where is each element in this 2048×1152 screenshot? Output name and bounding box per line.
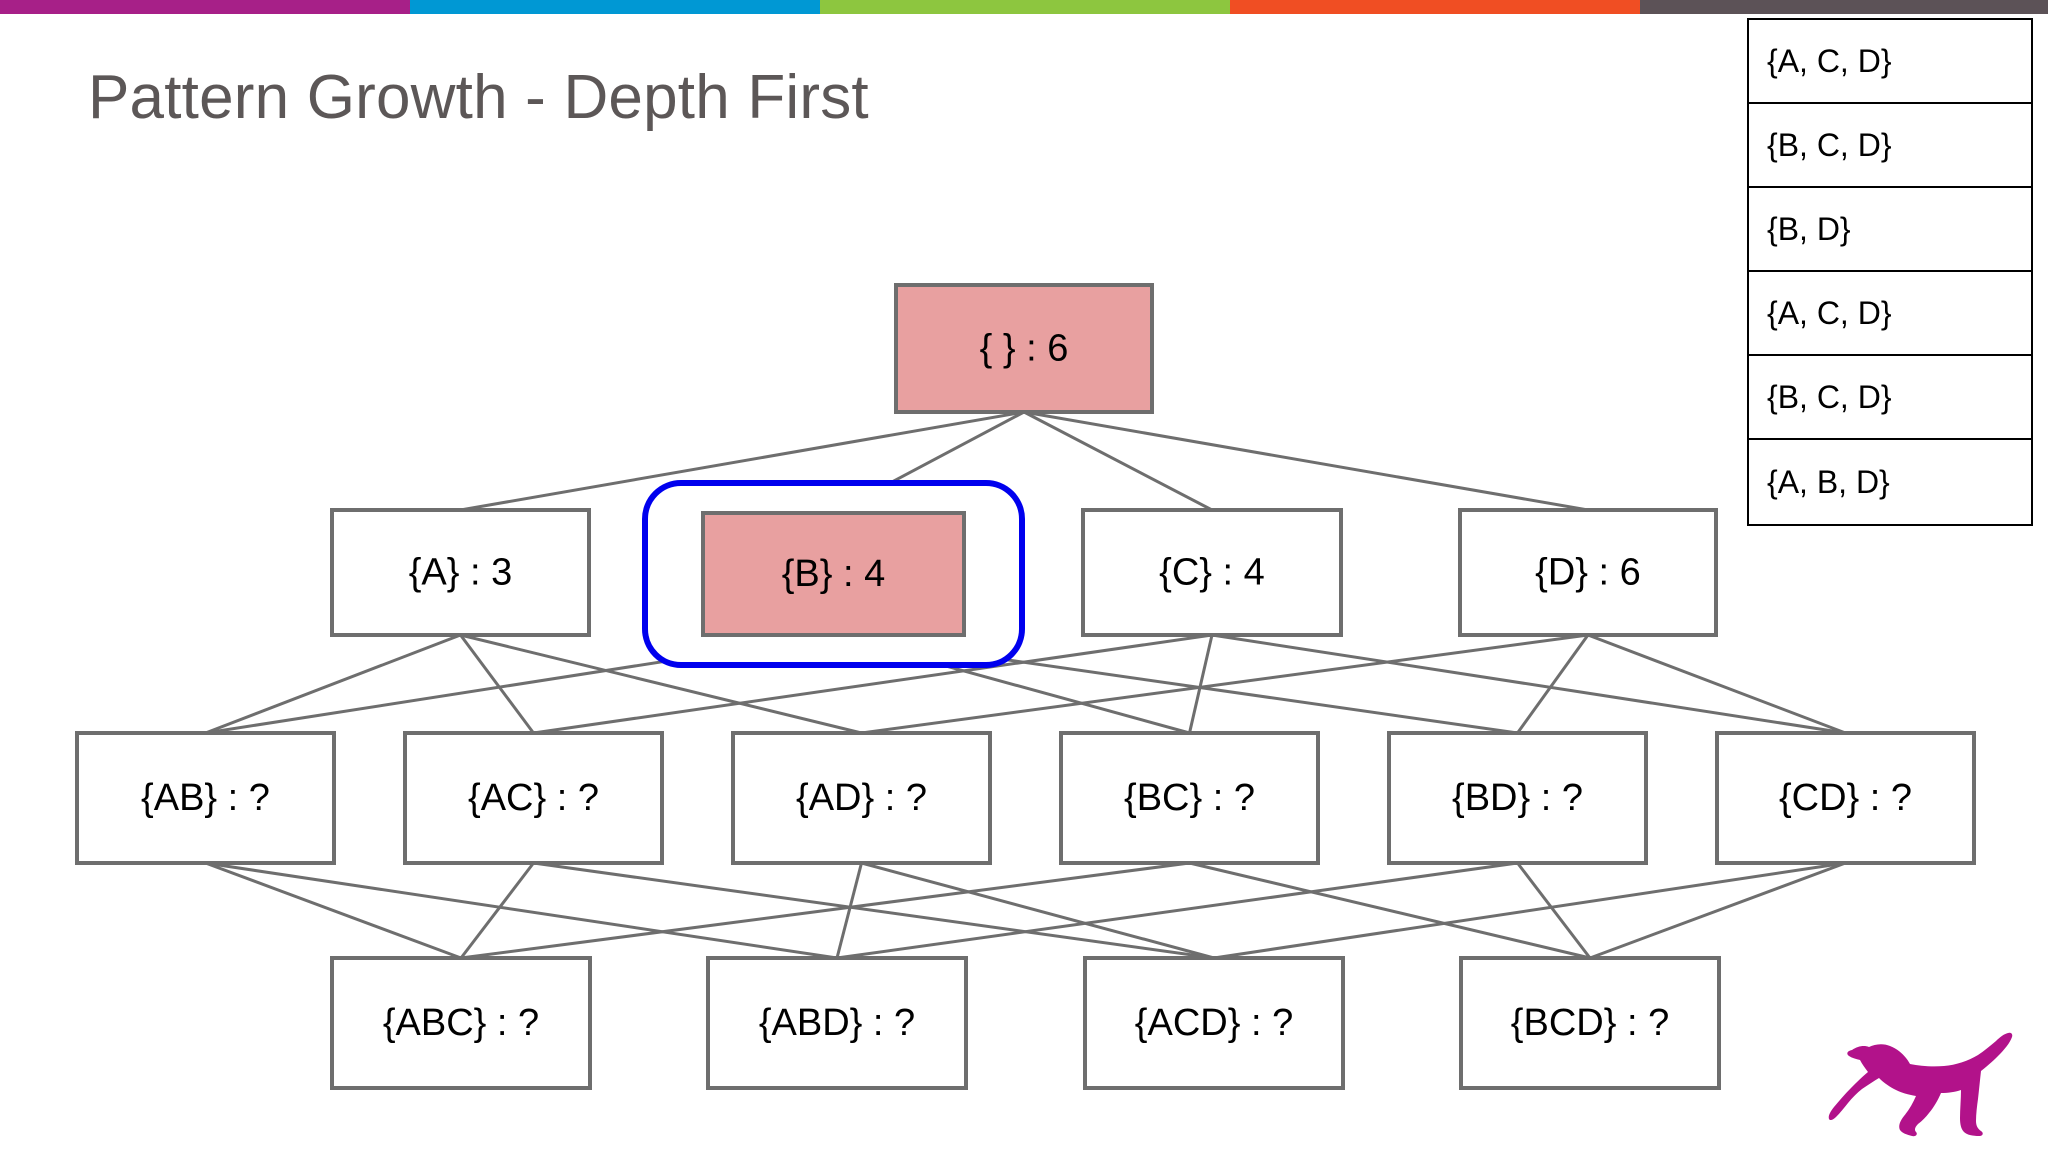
node-label-D: {D} : 6 <box>1535 552 1641 594</box>
node-box-BC <box>1059 731 1320 865</box>
lattice-edge-AD-ABD <box>835 862 863 959</box>
node-box-BD <box>1387 731 1648 865</box>
node-label-BCD: {BCD} : ? <box>1511 1002 1669 1044</box>
node-box-A <box>330 508 591 637</box>
topbar-segment-gray <box>1640 0 2048 14</box>
lattice-edge-D-CD <box>1587 633 1847 735</box>
node-label-C: {C} : 4 <box>1159 552 1265 594</box>
node-label-ACD: {ACD} : ? <box>1135 1002 1293 1044</box>
lattice-edge-D-AD <box>861 633 1589 735</box>
lattice-edge-D-BD <box>1516 634 1590 734</box>
node-label-B: {B} : 4 <box>782 553 886 595</box>
page-title: Pattern Growth - Depth First <box>88 63 869 132</box>
lattice-edge-A-AC <box>459 634 535 734</box>
lattice-node-ABD[interactable]: {ABD} : ? <box>706 956 968 1090</box>
node-box-CD <box>1715 731 1976 865</box>
node-label-AD: {AD} : ? <box>796 777 927 819</box>
node-box-AC <box>403 731 664 865</box>
lattice-node-root[interactable]: { } : 6 <box>894 283 1154 414</box>
lattice-edge-A-AD <box>460 633 862 735</box>
topbar-segment-green <box>820 0 1230 14</box>
lattice-node-layer: { } : 6 {A} : 3 {B} : 4 {C} : 4 {D} : 6 {AB} … <box>75 283 1976 1090</box>
lattice-node-AB[interactable]: {AB} : ? <box>75 731 336 865</box>
transaction-row: {B, C, D} <box>1749 104 2031 188</box>
node-box-C <box>1081 508 1343 637</box>
lattice-node-AC[interactable]: {AC} : ? <box>403 731 664 865</box>
lattice-edge-AC-ACD <box>533 861 1215 960</box>
lattice-node-A[interactable]: {A} : 3 <box>330 508 591 637</box>
node-box-D <box>1458 508 1718 637</box>
transaction-row: {A, B, D} <box>1767 463 1890 500</box>
node-box-AD <box>731 731 992 865</box>
node-box-ABC <box>330 956 592 1090</box>
lattice-edge-C-BC <box>1188 634 1214 734</box>
lattice-edge-root-C <box>1023 410 1213 512</box>
transaction-row: {B, D} <box>1749 188 2031 272</box>
node-label-ABC: {ABC} : ? <box>383 1002 539 1044</box>
node-box-ACD <box>1083 956 1345 1090</box>
lattice-edge-BC-ABC <box>460 861 1190 960</box>
node-label-AC: {AC} : ? <box>468 777 599 819</box>
lattice-edge-A-AB <box>204 633 462 735</box>
node-label-BD: {BD} : ? <box>1452 777 1583 819</box>
node-box-B <box>701 511 966 637</box>
lattice-edge-BD-BCD <box>1516 862 1592 959</box>
lattice-node-ABC[interactable]: {ABC} : ? <box>330 956 592 1090</box>
lattice-edge-root-D <box>1023 410 1589 512</box>
node-box-root <box>894 283 1154 414</box>
node-label-CD: {CD} : ? <box>1779 777 1912 819</box>
lattice-node-BC[interactable]: {BC} : ? <box>1059 731 1320 865</box>
lattice-edge-BC-BCD <box>1189 861 1591 960</box>
transaction-row: {A, C, D} <box>1749 272 2031 356</box>
lattice-edge-AC-ABC <box>459 862 535 959</box>
lattice-edge-C-CD <box>1211 633 1846 735</box>
topbar-segment-magenta <box>0 0 410 14</box>
lattice-edge-CD-BCD <box>1589 861 1847 960</box>
dog-silhouette-icon <box>1828 1032 2013 1137</box>
lattice-edge-CD-ACD <box>1213 861 1846 960</box>
lattice-node-D[interactable]: {D} : 6 <box>1458 508 1718 637</box>
top-color-bar <box>0 0 2048 14</box>
lattice-edge-C-AC <box>533 633 1213 735</box>
node-label-ABD: {ABD} : ? <box>759 1002 915 1044</box>
node-box-BCD <box>1459 956 1721 1090</box>
transaction-table: {A, C, D}{B, C, D}{B, D}{A, C, D}{B, C, … <box>1747 18 2033 526</box>
lattice-node-C[interactable]: {C} : 4 <box>1081 508 1343 637</box>
transaction-row: {A, C, D} <box>1749 20 2031 104</box>
lattice-node-AD[interactable]: {AD} : ? <box>731 731 992 865</box>
lattice-node-B[interactable]: {B} : 4 <box>701 511 966 637</box>
node-label-AB: {AB} : ? <box>141 777 270 819</box>
topbar-segment-orange <box>1230 0 1640 14</box>
lattice-node-BCD[interactable]: {BCD} : ? <box>1459 956 1721 1090</box>
node-label-root: { } : 6 <box>980 328 1069 370</box>
node-label-BC: {BC} : ? <box>1124 777 1255 819</box>
lattice-edge-AB-ABC <box>204 861 462 960</box>
lattice-edge-BD-ABD <box>836 861 1518 960</box>
transaction-row: {B, C, D} <box>1749 356 2031 440</box>
lattice-edge-AD-ACD <box>861 861 1215 960</box>
node-label-A: {A} : 3 <box>409 552 513 594</box>
lattice-edge-root-A <box>460 410 1025 512</box>
lattice-edge-AB-ABD <box>205 861 838 960</box>
node-box-AB <box>75 731 336 865</box>
node-box-ABD <box>706 956 968 1090</box>
topbar-segment-blue <box>410 0 820 14</box>
lattice-edge-layer <box>204 410 1847 960</box>
lattice-node-CD[interactable]: {CD} : ? <box>1715 731 1976 865</box>
dog-logo <box>1828 1022 2028 1142</box>
lattice-node-ACD[interactable]: {ACD} : ? <box>1083 956 1345 1090</box>
lattice-node-BD[interactable]: {BD} : ? <box>1387 731 1648 865</box>
